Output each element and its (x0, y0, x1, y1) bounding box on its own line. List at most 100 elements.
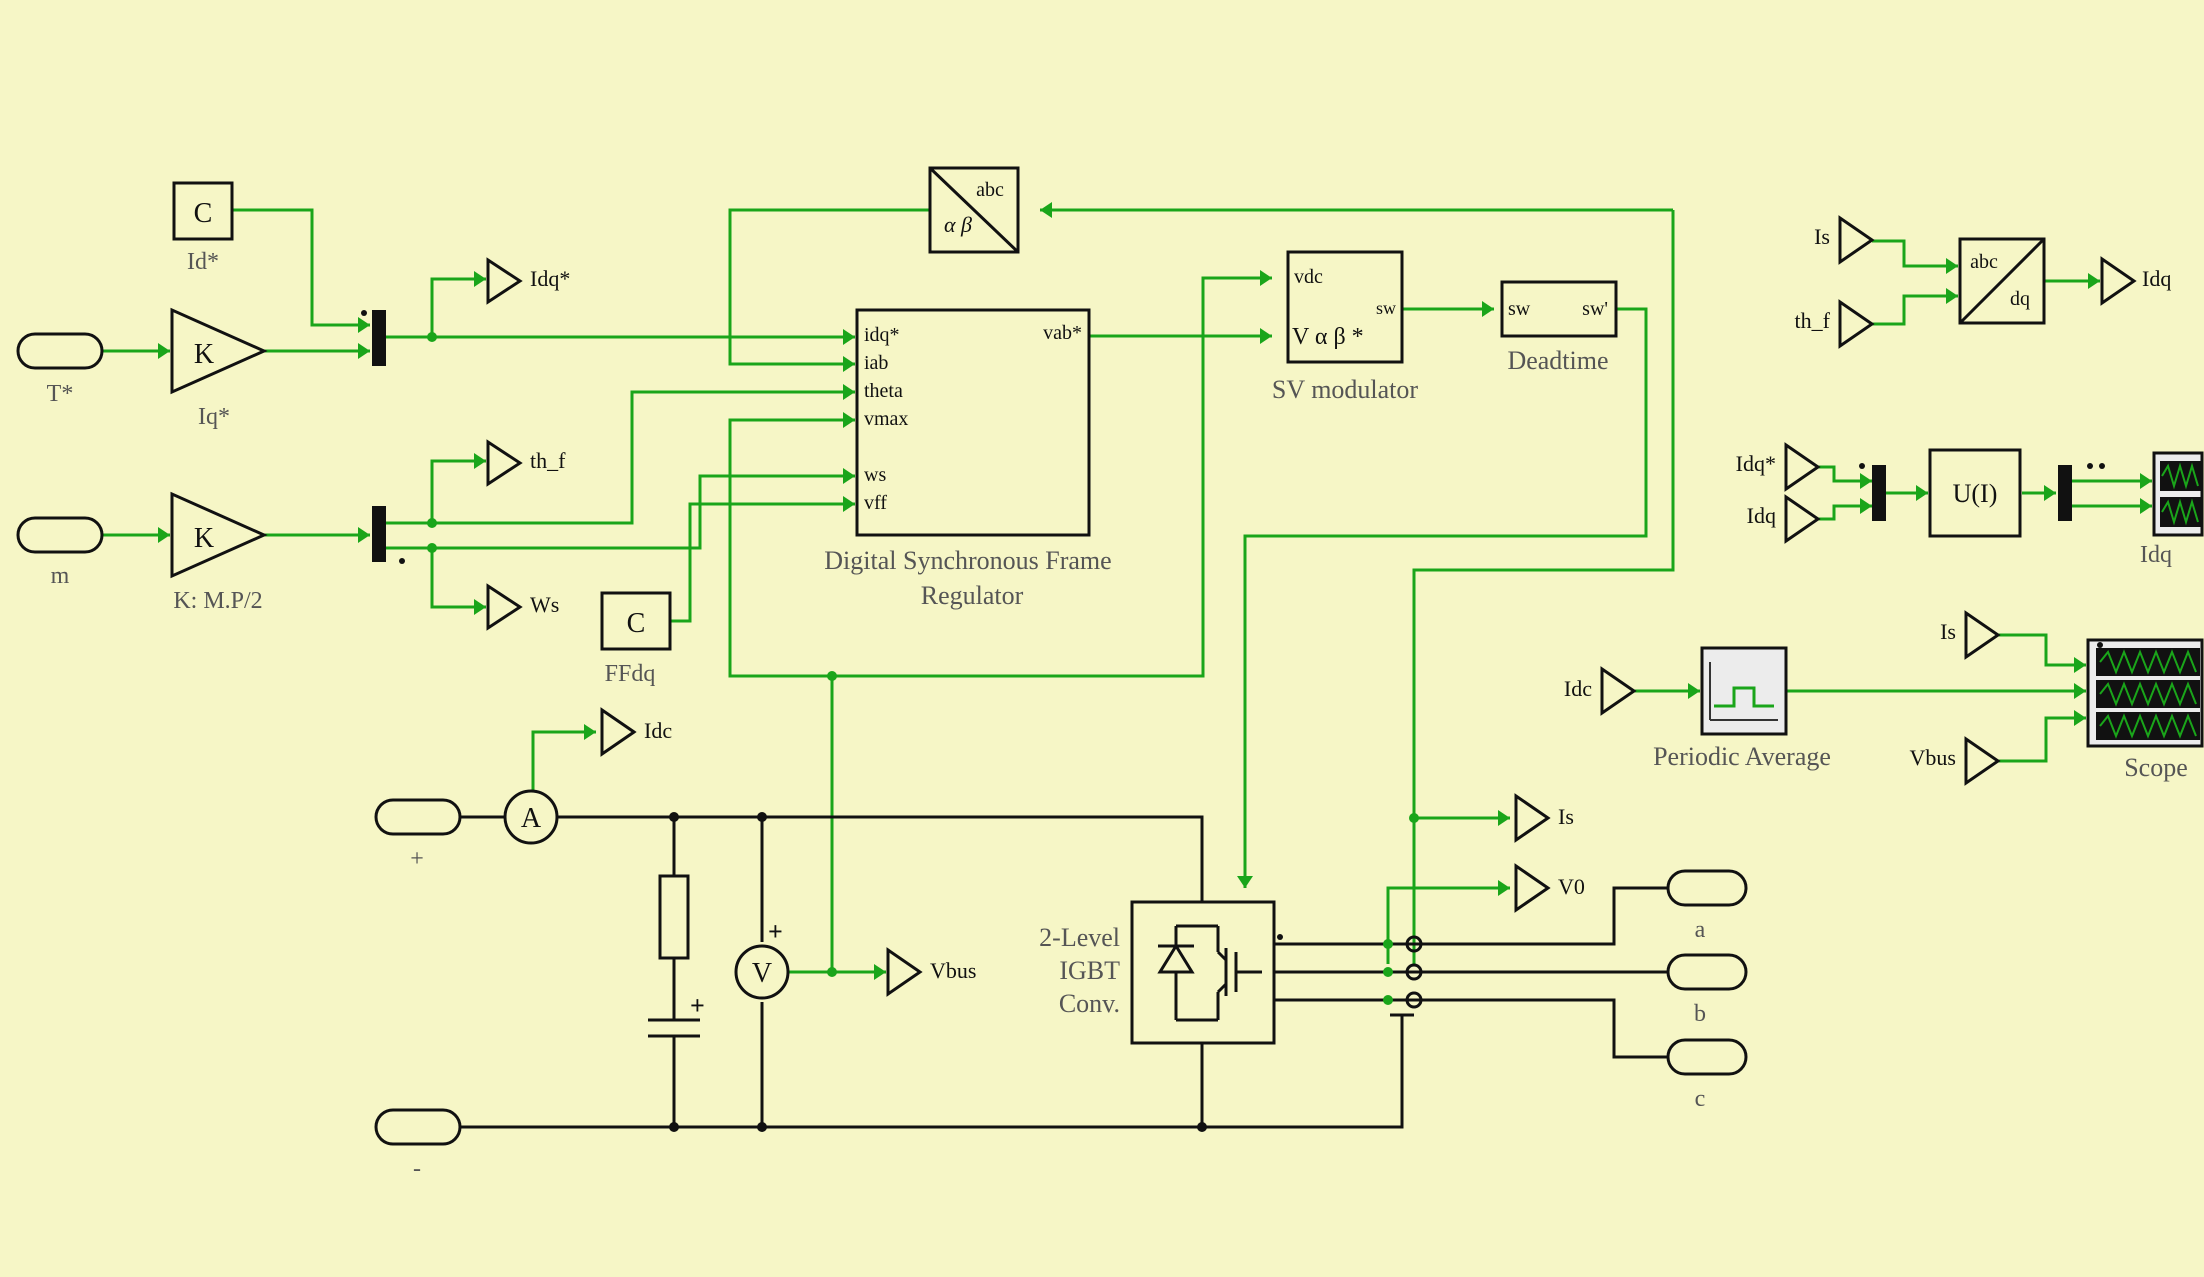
port-c-label: c (1695, 1086, 1706, 1112)
reg-out-vab: vab* (1043, 322, 1082, 344)
abc-to-dq-block[interactable]: abc dq (1958, 237, 2046, 325)
tag-idq-in: Idq (1747, 494, 1821, 544)
reg-in-vmax: vmax (864, 408, 908, 430)
port-b[interactable]: b (1666, 953, 1748, 1027)
demux-wtheta (372, 506, 405, 564)
port-b-label: b (1694, 1001, 1706, 1027)
ammeter-label: A (521, 803, 542, 834)
port-minus-label: - (413, 1156, 421, 1182)
tag-vbus-label: Vbus (930, 958, 976, 983)
tag-is-label: Is (1558, 804, 1574, 829)
tag-v0-label: V0 (1558, 874, 1585, 899)
reg-in-theta: theta (864, 380, 903, 402)
gain-kmp[interactable]: K K: M.P/2 (170, 491, 268, 614)
conv-line2: IGBT (1059, 956, 1120, 985)
const-ffdq-name: FFdq (605, 661, 656, 687)
const-ffdq[interactable]: C FFdq (600, 591, 672, 687)
tag-th-f-label: th_f (530, 448, 566, 473)
scope-idq[interactable]: Idq (2140, 451, 2204, 568)
tag-is-scope: Is (1940, 610, 2001, 660)
tag-th-f: th_f (486, 439, 566, 487)
voltmeter-label: V (752, 958, 772, 989)
gain-kmp-letter: K (194, 523, 214, 554)
sv-in-vab: V α β * (1292, 324, 1364, 350)
tag-idq-star-in-label: Idq* (1736, 451, 1776, 476)
gain-iq-star[interactable]: K Iq* (170, 307, 268, 430)
junctions (427, 332, 1419, 1132)
scope-main[interactable]: Scope (2086, 638, 2204, 782)
port-plus-label: + (410, 846, 424, 872)
reg-name-2: Regulator (921, 581, 1024, 610)
tag-th-f-in: th_f (1795, 299, 1875, 349)
sv-in-vdc: vdc (1294, 266, 1323, 288)
const-id-star[interactable]: C Id* (172, 181, 234, 275)
port-a-label: a (1695, 917, 1706, 943)
function-label: U(I) (1953, 479, 1998, 508)
deadtime-block[interactable]: sw sw' Deadtime (1500, 280, 1618, 375)
reg-in-iab: iab (864, 352, 888, 374)
sv-name: SV modulator (1272, 375, 1418, 404)
tag-vbus-scope: Vbus (1910, 736, 2001, 786)
tag-is: Is (1514, 793, 1574, 843)
igbt-icon (1157, 924, 1262, 1022)
sv-modulator-block[interactable]: vdc V α β * sw SV modulator (1272, 250, 1418, 404)
regulator-block[interactable]: idq* iab theta vmax ws vff vab* Digital … (824, 308, 1112, 610)
port-minus[interactable]: - (374, 1108, 462, 1182)
reg-in-ws: ws (864, 464, 886, 486)
tag-is-scope-label: Is (1940, 619, 1956, 644)
port-t-star[interactable]: T* (16, 332, 104, 407)
port-m-label: m (51, 563, 70, 589)
tag-idc-label: Idc (644, 718, 672, 743)
reg-in-idq: idq* (864, 324, 900, 346)
conv-line1: 2-Level (1039, 923, 1120, 952)
deadtime-in: sw (1508, 298, 1531, 320)
scope-main-name: Scope (2124, 753, 2188, 782)
conv-line3: Conv. (1059, 989, 1120, 1018)
tag-idc-in: Idc (1564, 666, 1637, 716)
tag-vbus-scope-label: Vbus (1910, 745, 1956, 770)
reg-name-1: Digital Synchronous Frame (824, 546, 1111, 575)
cap-plus: + (690, 991, 705, 1020)
tag-ws-label: Ws (530, 592, 559, 617)
const-ffdq-letter: C (627, 608, 646, 639)
deadtime-name: Deadtime (1507, 346, 1608, 375)
gain-iq-name: Iq* (198, 404, 230, 430)
tag-idq-out: Idq (2100, 256, 2171, 306)
tag-is-in-label: Is (1814, 224, 1830, 249)
gain-kmp-name: K: M.P/2 (173, 588, 262, 614)
port-a[interactable]: a (1666, 869, 1748, 943)
periodic-average-name: Periodic Average (1653, 742, 1831, 771)
function-block[interactable]: U(I) (1928, 448, 2022, 538)
abc-dq-bottom: dq (2010, 288, 2030, 310)
tag-idq-star-in: Idq* (1736, 442, 1821, 492)
voltmeter-plus: + (768, 917, 783, 946)
ab-abc-top: abc (976, 179, 1004, 201)
ammeter[interactable]: A (503, 789, 559, 845)
signal-wires (102, 208, 2152, 974)
port-c[interactable]: c (1666, 1038, 1748, 1112)
power-wires (460, 815, 1668, 1129)
voltmeter[interactable]: V + (734, 917, 790, 1000)
ab-to-abc-block[interactable]: abc α β (928, 166, 1020, 254)
const-id-letter: C (194, 198, 213, 229)
ab-abc-bottom: α β (944, 212, 972, 237)
tag-idc-in-label: Idc (1564, 676, 1592, 701)
port-t-star-label: T* (47, 381, 74, 407)
tag-th-f-in-label: th_f (1795, 308, 1831, 333)
gain-iq-letter: K (194, 339, 214, 370)
tag-idq-star: Idq* (486, 257, 570, 305)
port-m[interactable]: m (16, 516, 104, 589)
arrowheads (158, 202, 2152, 980)
tag-is-in: Is (1814, 215, 1875, 265)
capacitor: + (648, 991, 705, 1038)
tag-v0: V0 (1514, 863, 1585, 913)
igbt-converter[interactable]: 2-Level IGBT Conv. (1039, 900, 1283, 1045)
reg-in-vff: vff (864, 492, 887, 514)
periodic-average-block[interactable]: Periodic Average (1653, 646, 1831, 771)
tag-idq-out-label: Idq (2142, 266, 2171, 291)
demux-idq-right (2058, 463, 2105, 521)
tag-idq-in-label: Idq (1747, 503, 1776, 528)
const-id-name: Id* (187, 249, 219, 275)
port-plus[interactable]: + (374, 798, 462, 872)
